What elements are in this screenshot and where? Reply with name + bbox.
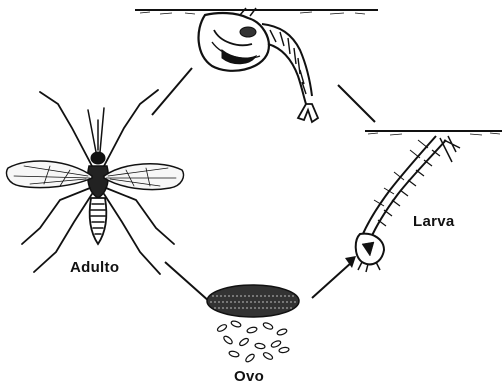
water-surface-top <box>135 10 378 14</box>
arrow-adult-to-pupa <box>152 68 192 115</box>
cycle-arrows <box>152 68 375 302</box>
pupa-icon <box>199 8 318 122</box>
stage-label-adult: Adulto <box>70 259 119 276</box>
stage-label-egg: Ovo <box>234 368 264 385</box>
arrow-egg-to-adult <box>165 262 210 302</box>
mosquito-icon <box>7 90 184 274</box>
stage-label-larva: Larva <box>413 213 455 230</box>
egg-raft-icon <box>207 285 299 363</box>
water-surface-right <box>365 131 502 135</box>
arrow-pupa-to-larva <box>338 85 375 122</box>
larva-icon <box>356 136 460 272</box>
arrow-egg-to-larva <box>312 262 352 298</box>
